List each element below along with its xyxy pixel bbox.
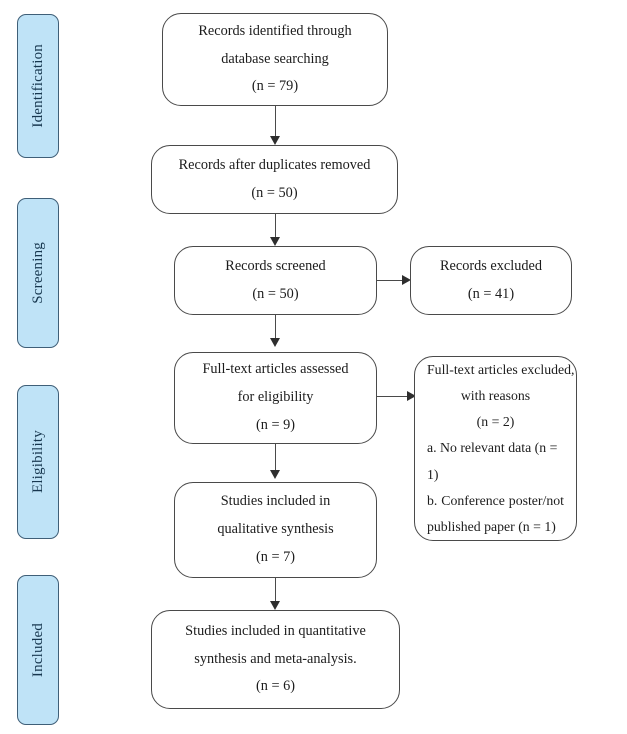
connector-screened-to-fulltext (275, 315, 277, 343)
connector-identified-to-duplicates (275, 106, 277, 141)
box-fulltext-excluded-count: (n = 2) (476, 414, 515, 430)
arrow-right-icon-1 (402, 275, 411, 285)
box-records-screened: Records screened (n = 50) (174, 246, 377, 315)
box-records-after-duplicates-count: (n = 50) (251, 184, 298, 201)
box-records-identified: Records identified through database sear… (162, 13, 388, 106)
arrow-down-icon-5 (270, 601, 280, 610)
box-quantitative-synthesis-line1: Studies included in quantitative (185, 622, 366, 639)
stage-tab-screening-label: Screening (29, 242, 46, 304)
arrow-down-icon-4 (270, 470, 280, 479)
stage-tab-included: Included (17, 575, 59, 725)
box-qualitative-synthesis-line2: qualitative synthesis (217, 521, 334, 538)
stage-tab-eligibility: Eligibility (17, 385, 59, 539)
box-records-excluded-count: (n = 41) (467, 285, 515, 302)
stage-tab-included-label: Included (29, 622, 46, 678)
box-quantitative-synthesis-count: (n = 6) (255, 678, 296, 695)
box-records-excluded: Records excluded (n = 41) (410, 246, 572, 315)
box-records-identified-line2: database searching (221, 50, 329, 67)
box-fulltext-excluded-line2: with reasons (460, 388, 531, 403)
arrow-down-icon-3 (270, 338, 280, 347)
box-qualitative-synthesis-line1: Studies included in (220, 493, 331, 510)
box-records-screened-line1: Records screened (225, 257, 326, 274)
box-records-screened-count: (n = 50) (252, 285, 299, 302)
box-quantitative-synthesis-line2: synthesis and meta-analysis. (194, 650, 357, 667)
arrow-down-icon-2 (270, 237, 280, 246)
box-quantitative-synthesis: Studies included in quantitative synthes… (151, 610, 400, 709)
box-fulltext-excluded-line1: Full-text articles excluded, (427, 361, 575, 377)
box-records-identified-count: (n = 79) (251, 78, 299, 95)
box-fulltext-assessed: Full-text articles assessed for eligibil… (174, 352, 377, 444)
connector-fulltext-to-excluded (377, 396, 411, 398)
connector-fulltext-to-qualitative (275, 444, 277, 475)
stage-tab-eligibility-label: Eligibility (29, 430, 46, 494)
box-records-excluded-line1: Records excluded (439, 257, 543, 274)
arrow-down-icon-1 (270, 136, 280, 145)
box-fulltext-excluded-reasons: Full-text articles excluded, with reason… (414, 356, 577, 541)
arrow-right-icon-2 (407, 391, 416, 401)
box-fulltext-excluded-reason-b-cont: published paper (n = 1) (427, 519, 556, 535)
box-records-after-duplicates-line1: Records after duplicates removed (178, 156, 371, 173)
connector-qualitative-to-quantitative (275, 578, 277, 606)
stage-tab-identification-label: Identification (29, 44, 46, 128)
box-fulltext-assessed-line1: Full-text articles assessed (202, 361, 349, 378)
connector-screened-to-excluded (377, 280, 405, 282)
stage-tab-identification: Identification (17, 14, 59, 158)
box-fulltext-assessed-line2: for eligibility (237, 389, 314, 406)
box-qualitative-synthesis-count: (n = 7) (255, 548, 296, 565)
stage-tab-screening: Screening (17, 198, 59, 348)
connector-duplicates-to-screened (275, 214, 277, 242)
box-fulltext-excluded-reason-a: a. No relevant data (n = 1) (427, 440, 558, 482)
box-qualitative-synthesis: Studies included in qualitative synthesi… (174, 482, 377, 578)
box-records-identified-line1: Records identified through (198, 22, 352, 39)
box-records-after-duplicates: Records after duplicates removed (n = 50… (151, 145, 398, 214)
box-fulltext-assessed-count: (n = 9) (255, 416, 296, 433)
box-fulltext-excluded-reason-b: b. Conference poster/not (427, 492, 564, 508)
